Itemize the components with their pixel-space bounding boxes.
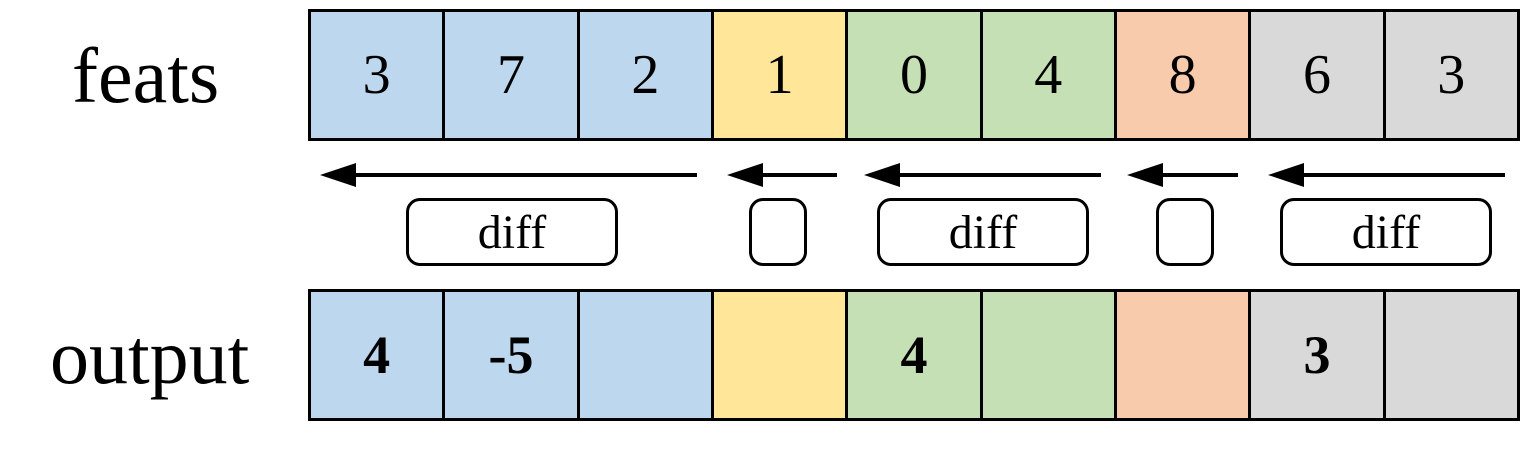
feats-row-label: feats: [72, 32, 220, 119]
feats-cell: 8: [1116, 12, 1252, 138]
output-cell: [713, 292, 849, 418]
feats-cell: 3: [1385, 12, 1517, 138]
output-cell: [982, 292, 1117, 418]
left-arrow-head: [727, 163, 763, 187]
feats-cell: 0: [848, 12, 983, 138]
left-arrow-head: [320, 163, 356, 187]
feats-cell: 3: [311, 12, 446, 138]
diff-operation-box: diff: [406, 198, 618, 266]
feats-cell: 6: [1251, 12, 1386, 138]
left-arrow-head: [864, 163, 900, 187]
output-cell: 4: [848, 292, 983, 418]
diff-operation-box: diff: [1280, 198, 1492, 266]
output-cell: [579, 292, 714, 418]
empty-operation-box: [1156, 198, 1214, 266]
output-cell: 3: [1251, 292, 1386, 418]
empty-operation-box: [749, 198, 807, 266]
output-cell: [1385, 292, 1517, 418]
output-cell: [1116, 292, 1252, 418]
feats-cell: 7: [445, 12, 580, 138]
output-row-label: output: [50, 313, 250, 400]
output-strip: 4 -5 4 3: [308, 289, 1520, 421]
left-arrow-head: [1268, 163, 1304, 187]
output-cell: -5: [445, 292, 580, 418]
feats-cell: 2: [579, 12, 714, 138]
feats-cell: 4: [982, 12, 1117, 138]
feats-cell: 1: [713, 12, 849, 138]
diff-operation-box: diff: [877, 198, 1089, 266]
left-arrow-head: [1127, 163, 1163, 187]
output-cell: 4: [311, 292, 446, 418]
feats-strip: 3 7 2 1 0 4 8 6 3: [308, 9, 1520, 141]
